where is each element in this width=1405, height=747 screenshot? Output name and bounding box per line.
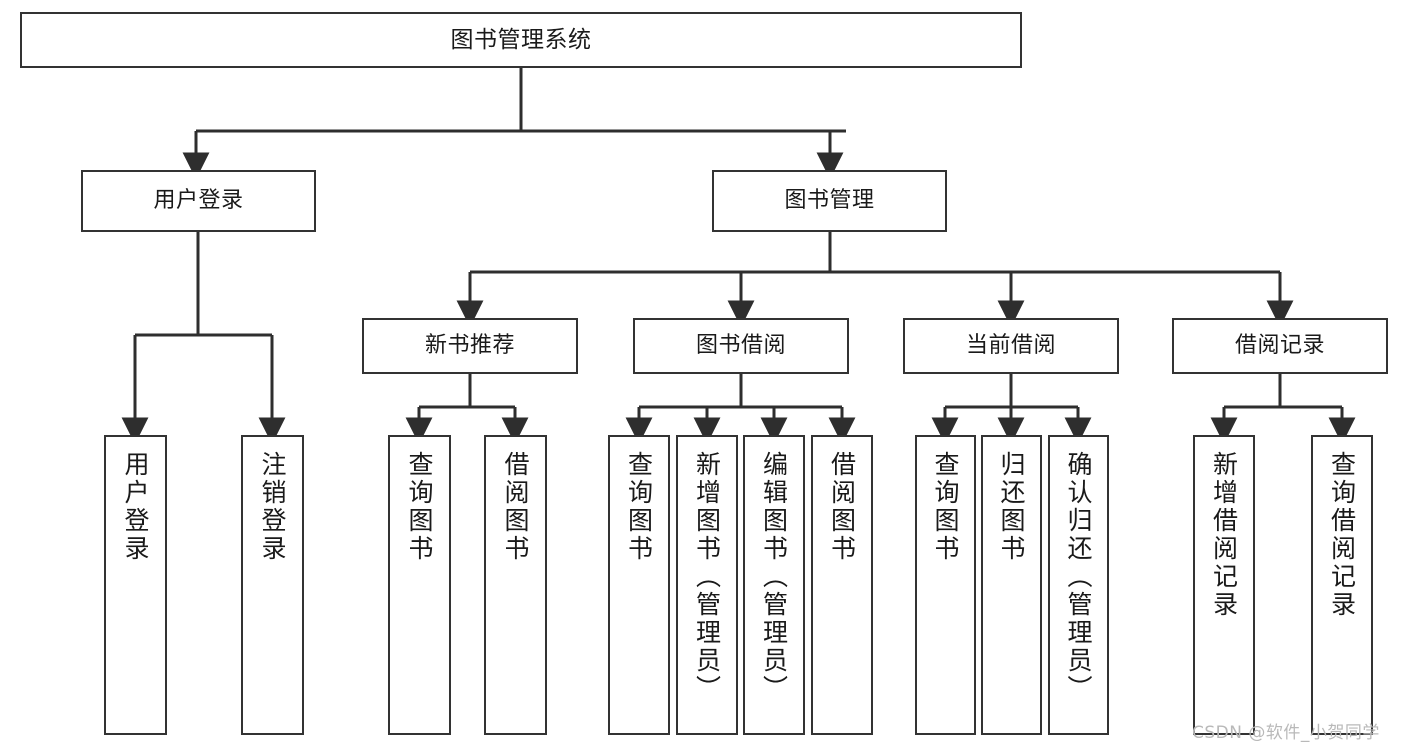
node-user-login-label: 用户登录 [153,188,244,214]
node-leaf-query-borrow-record-label: 查询借阅记录 [1327,451,1357,619]
node-leaf-logout-label: 注销登录 [258,451,287,563]
node-leaf-borrow-book-recommend-label: 借阅图书 [501,451,530,563]
node-leaf-borrow-book-recommend[interactable]: 借阅图书 [484,435,547,735]
node-current-borrow-label: 当前借阅 [965,333,1056,359]
node-leaf-add-book-admin-label: 新增图书（管理员） [692,451,722,703]
node-leaf-query-book-borrow-label: 查询图书 [624,451,654,563]
node-root[interactable]: 图书管理系统 [20,12,1022,68]
node-book-management-label: 图书管理 [784,188,875,214]
node-leaf-user-login[interactable]: 用户登录 [104,435,167,735]
node-book-management[interactable]: 图书管理 [712,170,947,232]
node-leaf-borrow-book-label: 借阅图书 [827,451,857,563]
node-book-borrow[interactable]: 图书借阅 [633,318,849,374]
node-leaf-query-book-borrow[interactable]: 查询图书 [608,435,670,735]
node-leaf-return-book[interactable]: 归还图书 [981,435,1042,735]
node-root-label: 图书管理系统 [450,26,592,53]
node-new-book-recommend-label: 新书推荐 [424,333,515,359]
node-leaf-add-book-admin[interactable]: 新增图书（管理员） [676,435,738,735]
node-leaf-add-borrow-record[interactable]: 新增借阅记录 [1193,435,1255,735]
node-new-book-recommend[interactable]: 新书推荐 [362,318,578,374]
node-leaf-borrow-book[interactable]: 借阅图书 [811,435,873,735]
node-leaf-query-borrow-record[interactable]: 查询借阅记录 [1311,435,1373,735]
node-leaf-logout[interactable]: 注销登录 [241,435,304,735]
node-leaf-edit-book-admin[interactable]: 编辑图书（管理员） [743,435,805,735]
node-user-login[interactable]: 用户登录 [81,170,316,232]
node-leaf-user-login-label: 用户登录 [121,451,150,563]
node-book-borrow-label: 图书借阅 [695,333,786,359]
csdn-watermark: CSDN @软件_小贺同学 [1192,723,1380,743]
node-leaf-query-book-current[interactable]: 查询图书 [915,435,976,735]
node-leaf-confirm-return-admin-label: 确认归还（管理员） [1064,451,1093,703]
node-current-borrow[interactable]: 当前借阅 [903,318,1119,374]
node-leaf-return-book-label: 归还图书 [997,451,1026,563]
node-leaf-confirm-return-admin[interactable]: 确认归还（管理员） [1048,435,1109,735]
node-leaf-query-book-recommend-label: 查询图书 [405,451,434,563]
node-borrow-record[interactable]: 借阅记录 [1172,318,1388,374]
node-leaf-edit-book-admin-label: 编辑图书（管理员） [759,451,789,703]
node-leaf-query-book-recommend[interactable]: 查询图书 [388,435,451,735]
node-leaf-add-borrow-record-label: 新增借阅记录 [1209,451,1239,619]
node-leaf-query-book-current-label: 查询图书 [931,451,960,563]
node-borrow-record-label: 借阅记录 [1234,333,1325,359]
